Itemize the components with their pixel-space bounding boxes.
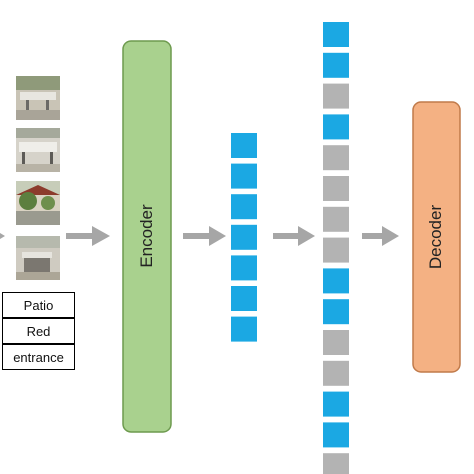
sequence-token-visible — [323, 299, 349, 325]
input-image-4 — [16, 236, 60, 280]
sequence-token-masked — [323, 453, 349, 474]
encoded-token — [231, 194, 257, 220]
sequence-token-visible — [323, 114, 349, 140]
encoded-token — [231, 316, 257, 342]
sequence-token-masked — [323, 360, 349, 386]
encoder-block — [122, 40, 172, 433]
arrow-sequence-to-decoder — [362, 226, 399, 246]
encoder-label: Encoder — [137, 204, 156, 268]
sequence-token-visible — [323, 391, 349, 417]
text-token-patio: Patio — [2, 292, 75, 318]
decoder-block — [412, 101, 461, 373]
sequence-token-visible — [323, 422, 349, 448]
sequence-token-masked — [323, 206, 349, 232]
sequence-token-masked — [323, 176, 349, 201]
input-image-1 — [16, 76, 60, 120]
token-sequence-column — [323, 22, 349, 474]
arrow-tokens-to-sequence — [273, 226, 315, 246]
text-token-red: Red — [2, 318, 75, 344]
encoded-token — [231, 133, 257, 158]
sequence-token-masked — [323, 237, 349, 263]
arrow-input-to-encoder — [66, 226, 110, 246]
input-image-2 — [16, 128, 60, 172]
input-image-3 — [16, 181, 60, 225]
text-token-entrance: entrance — [2, 344, 75, 370]
encoded-token-column — [231, 133, 257, 342]
encoded-token — [231, 163, 257, 189]
decoder-label: Decoder — [426, 204, 445, 270]
encoded-token — [231, 286, 257, 311]
encoded-token — [231, 224, 257, 250]
arrow-encoder-to-tokens — [183, 226, 226, 246]
sequence-token-masked — [323, 145, 349, 171]
input-arrow-stub — [0, 233, 5, 239]
sequence-token-visible — [323, 22, 349, 47]
encoded-token — [231, 255, 257, 281]
sequence-token-visible — [323, 268, 349, 294]
sequence-token-masked — [323, 83, 349, 109]
sequence-token-masked — [323, 330, 349, 355]
sequence-token-visible — [323, 52, 349, 78]
